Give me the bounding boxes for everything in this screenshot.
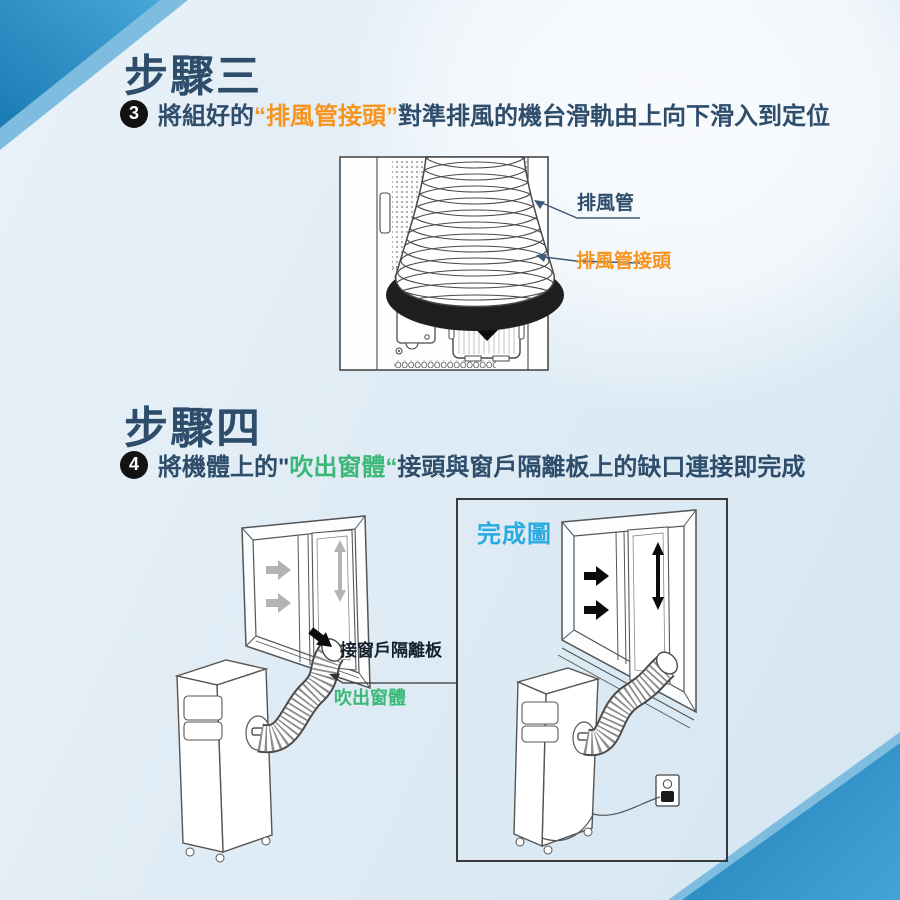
step4-number-badge: 4 bbox=[120, 450, 148, 479]
height-arrow-icon bbox=[652, 597, 664, 610]
window-connection-diagram bbox=[174, 515, 457, 863]
step4-instruction: 4 將機體上的"吹出窗體“接頭與窗戶隔離板上的缺口連接即完成 bbox=[120, 447, 805, 482]
step3-heading: 步驟三 bbox=[124, 52, 262, 101]
step3-number-badge: 3 bbox=[120, 99, 148, 128]
slide-arrow-icon bbox=[266, 560, 291, 580]
height-arrow-icon bbox=[652, 542, 664, 555]
duct-label: 排風管 bbox=[577, 193, 635, 214]
exhaust-duct-diagram bbox=[339, 156, 641, 371]
step3-instruction: 3 將組好的“排風管接頭”對準排風的機台滑軌由上向下滑入到定位 bbox=[120, 96, 830, 131]
height-arrow-icon bbox=[334, 540, 346, 552]
duct-pointer-line bbox=[541, 202, 640, 219]
completed-diagram bbox=[513, 509, 697, 855]
blow-window-arrowhead bbox=[329, 673, 340, 681]
height-arrow-icon bbox=[334, 590, 346, 602]
connect-arrow-icon bbox=[308, 627, 332, 647]
power-cord bbox=[541, 796, 661, 842]
window-plate-label: 接窗戶隔離板 bbox=[340, 641, 442, 660]
completed-diagram-box bbox=[456, 498, 728, 862]
duct-joint-pointer-line bbox=[543, 256, 641, 264]
completed-diagram-title: 完成圖 bbox=[477, 521, 552, 548]
step4-instruction-text: 將機體上的"吹出窗體“接頭與窗戶隔離板上的缺口連接即完成 bbox=[158, 454, 806, 481]
slide-arrow-icon bbox=[584, 566, 609, 586]
duct-pointer-arrowhead bbox=[534, 200, 545, 209]
blow-window-label: 吹出窗體 bbox=[334, 688, 406, 708]
step4-heading: 步驟四 bbox=[124, 404, 262, 453]
step3-instruction-text: 將組好的“排風管接頭”對準排風的機台滑軌由上向下滑入到定位 bbox=[158, 103, 830, 130]
duct-joint-pointer-arrowhead bbox=[536, 254, 547, 262]
duct-joint-label: 排風管接頭 bbox=[576, 251, 672, 272]
slide-arrow-icon bbox=[266, 593, 291, 613]
slide-arrow-icon bbox=[584, 600, 609, 620]
